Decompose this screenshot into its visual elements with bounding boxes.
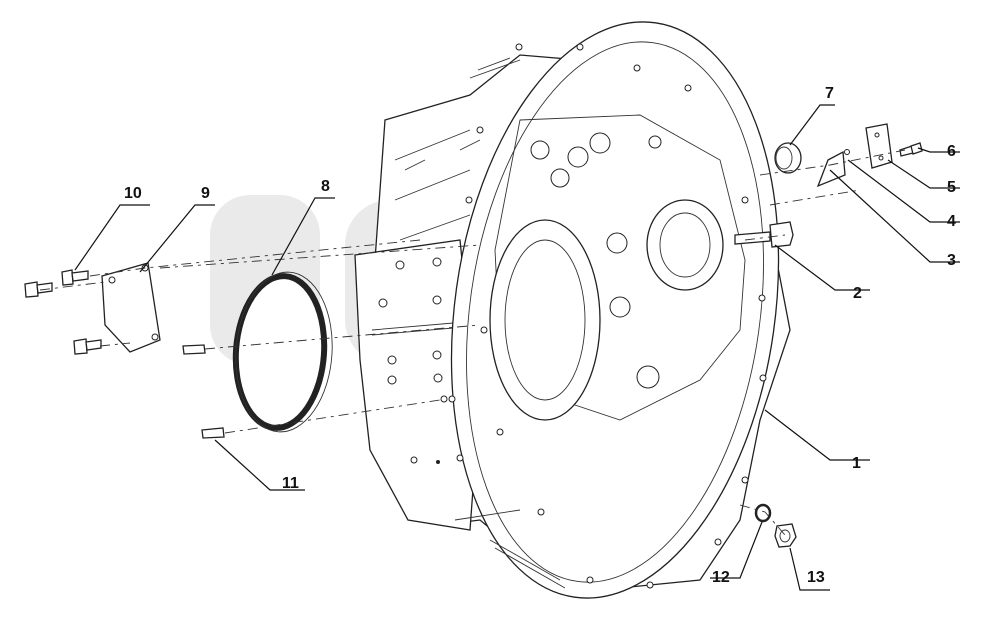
bracket-part-3-4 — [816, 149, 850, 188]
callout-9: 9 — [201, 185, 210, 202]
pins-part-11 — [182, 344, 225, 439]
callout-5: 5 — [947, 179, 956, 196]
leader-lines — [74, 104, 960, 591]
assembly-axis-lines — [39, 149, 906, 536]
callout-11: 11 — [282, 475, 299, 492]
callout-labels: 1 2 3 4 5 6 7 8 9 10 11 12 13 — [124, 85, 956, 586]
callout-2: 2 — [853, 285, 862, 302]
callout-4: 4 — [947, 213, 956, 230]
bolt-part-2 — [734, 221, 794, 248]
flywheel-housing — [354, 21, 791, 599]
seal-ring-part-8 — [232, 271, 333, 433]
plate-part-5 — [865, 123, 893, 169]
screws-part-10 — [24, 269, 102, 355]
callout-8: 8 — [321, 178, 330, 195]
callout-12: 12 — [712, 569, 730, 586]
sleeve-part-7 — [774, 142, 802, 174]
callout-1: 1 — [852, 455, 861, 472]
callout-13: 13 — [807, 569, 825, 586]
washer-part-12 — [754, 503, 772, 523]
callout-10: 10 — [124, 185, 142, 202]
screws-part-6 — [899, 142, 923, 157]
cover-part-9 — [101, 262, 161, 353]
callout-3: 3 — [947, 252, 956, 269]
callout-7: 7 — [825, 85, 834, 102]
callout-6: 6 — [947, 143, 956, 160]
